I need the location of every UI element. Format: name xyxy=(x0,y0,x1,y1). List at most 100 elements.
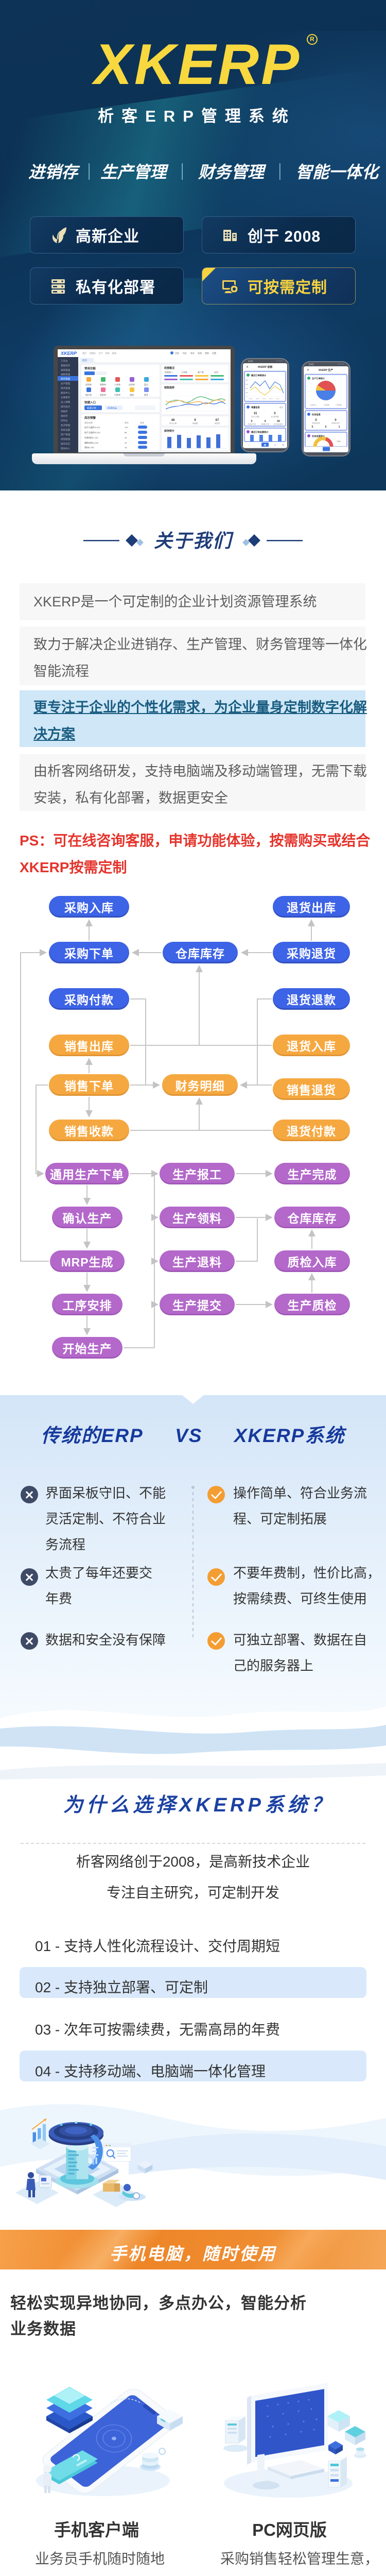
svg-text:销售管理: 销售管理 xyxy=(61,373,70,377)
svg-text:任务信息: 任务信息 xyxy=(311,413,321,416)
svg-text:关于我们: 关于我们 xyxy=(154,530,234,551)
svg-text:200: 200 xyxy=(245,392,248,394)
svg-text:32: 32 xyxy=(125,442,127,444)
svg-text:新建商品: 新建商品 xyxy=(108,406,117,410)
svg-text:序列号: 序列号 xyxy=(61,419,68,422)
svg-text:付款单: 付款单 xyxy=(114,393,120,396)
svg-text:操作日志: 操作日志 xyxy=(61,442,70,446)
svg-text:库存统计: 库存统计 xyxy=(164,429,174,433)
svg-text:系统设置: 系统设置 xyxy=(61,428,70,432)
svg-text:辅助材料D-208: 辅助材料D-208 xyxy=(84,441,99,444)
svg-text:待收款订单: 待收款订单 xyxy=(261,423,270,426)
svg-text:待发货: 待发货 xyxy=(215,422,220,425)
svg-text:状态: 状态 xyxy=(140,421,144,424)
svg-text:本月退货数: 本月退货数 xyxy=(271,415,279,418)
svg-text:67: 67 xyxy=(216,419,219,422)
svg-text:出入明细: 出入明细 xyxy=(61,400,70,404)
svg-text:采购管理: 采购管理 xyxy=(61,368,70,372)
svg-text:基础资料: 基础资料 xyxy=(61,364,70,367)
svg-text:客户数: 客户数 xyxy=(198,370,204,374)
svg-text:✕: ✕ xyxy=(246,366,249,369)
svg-text:XKERP: XKERP xyxy=(60,351,77,356)
svg-text:本月订单: 本月订单 xyxy=(169,422,177,425)
svg-text:组装单: 组装单 xyxy=(61,414,68,418)
svg-text:销量信息: 销量信息 xyxy=(251,405,260,409)
svg-text:78%: 78% xyxy=(337,440,341,443)
svg-text:0: 0 xyxy=(335,419,337,422)
svg-text:生产: 生产 xyxy=(99,351,103,354)
svg-text:包装材料C-115: 包装材料C-115 xyxy=(84,436,98,439)
svg-text:⋯: ⋯ xyxy=(342,369,345,372)
svg-text:XKERP 生产: XKERP 生产 xyxy=(319,368,334,372)
svg-text:9: 9 xyxy=(194,419,196,422)
svg-text:库存: 库存 xyxy=(125,421,129,424)
svg-text:仓库库存: 仓库库存 xyxy=(61,396,70,399)
svg-text:18: 18 xyxy=(125,446,127,449)
svg-text:更多: 更多 xyxy=(144,393,148,396)
svg-text:经营概况: 经营概况 xyxy=(164,366,174,370)
svg-text:工作台: 工作台 xyxy=(61,359,68,363)
svg-text:权限管理: 权限管理 xyxy=(61,437,70,441)
svg-text:800: 800 xyxy=(245,379,248,381)
svg-text:常用功能: 常用功能 xyxy=(84,366,96,370)
svg-text:采购单: 采购单 xyxy=(85,383,92,386)
svg-text:400: 400 xyxy=(245,387,248,389)
svg-text:订单数: 订单数 xyxy=(181,370,187,374)
svg-text:财务管理: 财务管理 xyxy=(61,386,70,390)
svg-text:03-05: 03-05 xyxy=(256,398,259,400)
svg-text:42: 42 xyxy=(277,420,280,423)
svg-text:本月成交客户: 本月成交客户 xyxy=(273,423,283,426)
svg-text:库存: 库存 xyxy=(190,351,195,354)
svg-text:库存预警: 库存预警 xyxy=(84,416,96,420)
svg-text:最近订单金额统计: 最近订单金额统计 xyxy=(251,430,269,434)
svg-text:600: 600 xyxy=(245,383,248,385)
svg-text:03-10: 03-10 xyxy=(262,398,266,400)
svg-text:XKERP 进销: XKERP 进销 xyxy=(258,365,273,369)
svg-text:0: 0 xyxy=(274,412,276,415)
svg-text:财务: 财务 xyxy=(106,351,110,354)
svg-text:毛利: 毛利 xyxy=(214,370,218,374)
svg-text:☻: ☻ xyxy=(282,444,285,446)
svg-text:设置: 设置 xyxy=(212,351,216,354)
svg-text:待审核: 待审核 xyxy=(192,422,198,425)
svg-text:▦: ▦ xyxy=(264,444,267,446)
svg-text:销售额 ¥: 销售额 ¥ xyxy=(165,370,173,374)
svg-text:首页: 首页 xyxy=(82,359,87,362)
svg-text:电子元器件B-032: 电子元器件B-032 xyxy=(84,431,100,434)
svg-text:报表: 报表 xyxy=(112,351,116,354)
svg-text:销售: 销售 xyxy=(205,351,209,354)
svg-text:待领料任务: 待领料任务 xyxy=(312,422,321,425)
svg-text:● 已完成: ● 已完成 xyxy=(323,403,329,406)
svg-text:● 进行中: ● 进行中 xyxy=(310,403,316,406)
svg-text:03-20: 03-20 xyxy=(276,398,279,400)
svg-text:首页: 首页 xyxy=(82,351,86,354)
svg-text:入库单: 入库单 xyxy=(114,383,120,386)
svg-text:5: 5 xyxy=(312,426,313,429)
svg-text:0: 0 xyxy=(315,419,317,422)
svg-text:48: 48 xyxy=(171,419,175,422)
svg-text:消息: 消息 xyxy=(175,351,179,354)
svg-text:新建订单: 新建订单 xyxy=(87,406,96,410)
svg-text:待办: 待办 xyxy=(183,351,187,354)
svg-text:6: 6 xyxy=(325,426,327,429)
svg-text:最近订单数统计: 最近订单数统计 xyxy=(251,374,267,377)
svg-text:待退料任务: 待退料任务 xyxy=(331,422,340,425)
svg-text:任务进度统计: 任务进度统计 xyxy=(311,434,325,438)
svg-text:报价单: 报价单 xyxy=(85,393,92,396)
svg-text:采购: 采购 xyxy=(198,351,202,354)
svg-text:4: 4 xyxy=(264,420,266,423)
svg-text:1: 1 xyxy=(339,426,340,429)
svg-text:⋯: ⋯ xyxy=(281,366,284,369)
svg-text:商品名称: 商品名称 xyxy=(84,421,93,424)
svg-text:库存管理: 库存管理 xyxy=(61,377,70,381)
svg-text:盘点: 盘点 xyxy=(144,383,148,386)
svg-text:销售趋势: 销售趋势 xyxy=(164,386,174,389)
svg-text:更多: 更多 xyxy=(279,406,284,409)
svg-text:调拨: 调拨 xyxy=(130,393,134,396)
svg-text:03-01: 03-01 xyxy=(249,398,253,400)
svg-text:批次管理: 批次管理 xyxy=(61,423,70,427)
svg-text:生产管理: 生产管理 xyxy=(61,382,70,385)
svg-text:● 待开始: ● 待开始 xyxy=(336,403,342,406)
svg-text:出库单: 出库单 xyxy=(129,383,135,386)
svg-text:报表中心: 报表中心 xyxy=(61,391,70,395)
